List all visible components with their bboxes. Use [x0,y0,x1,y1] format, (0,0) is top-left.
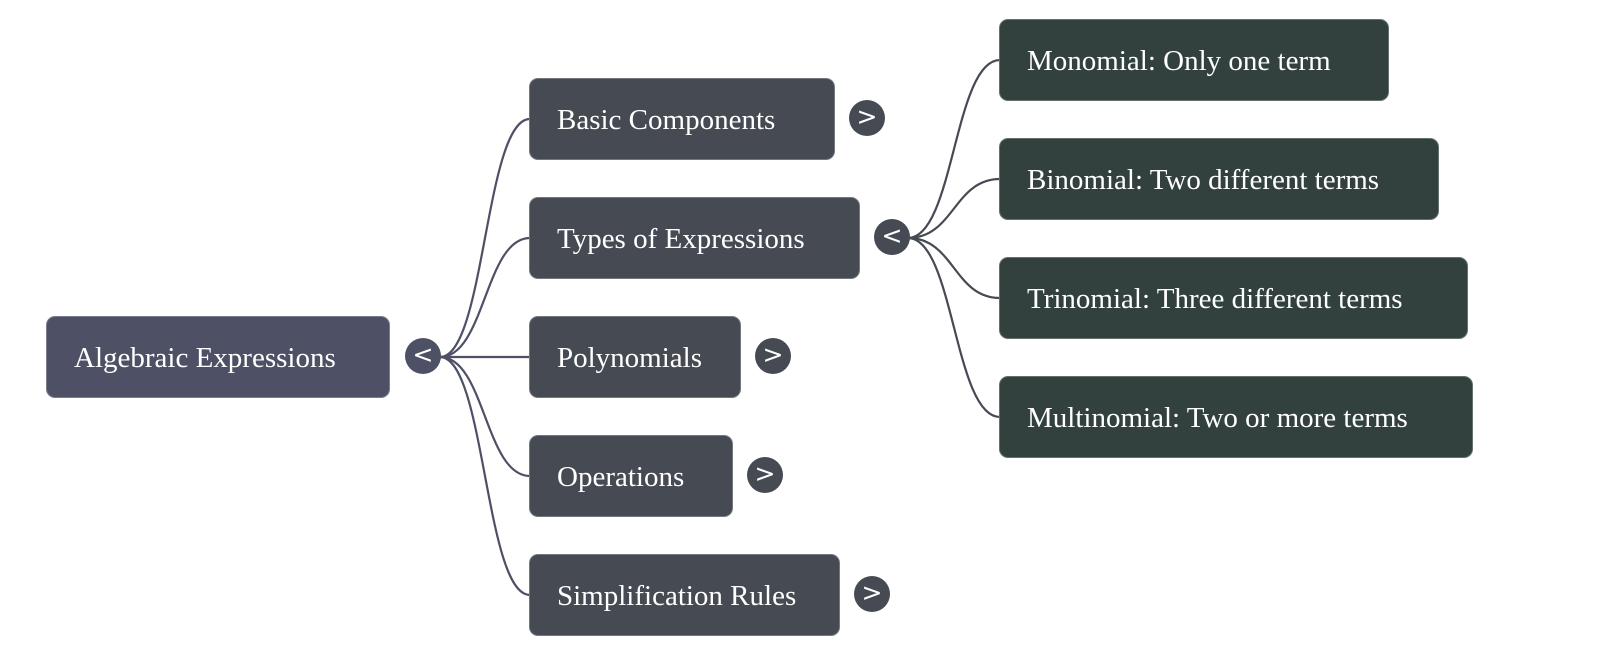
collapse-root-button[interactable]: < [405,338,441,374]
types-link-2 [907,236,1001,300]
collapse-types-of-expressions-button[interactable]: < [874,219,910,255]
expand-basic-components-button[interactable]: > [849,100,885,136]
root-link-1 [439,236,531,359]
leaf-monomial[interactable]: Monomial: Only one term [999,19,1389,101]
branch-basic-components[interactable]: Basic Components [529,78,835,160]
branch-operations[interactable]: Operations [529,435,733,517]
leaf-trinomial[interactable]: Trinomial: Three different terms [999,257,1468,339]
root-node[interactable]: Algebraic Expressions [46,316,390,398]
branch-polynomials[interactable]: Polynomials [529,316,741,398]
expand-simplification-rules-button[interactable]: > [854,576,890,612]
leaf-multinomial[interactable]: Multinomial: Two or more terms [999,376,1473,458]
branch-simplification-rules[interactable]: Simplification Rules [529,554,840,636]
expand-operations-button[interactable]: > [747,457,783,493]
types-link-3 [907,236,1001,419]
types-link-0 [907,58,1001,240]
expand-polynomials-button[interactable]: > [755,338,791,374]
root-link-3 [439,355,531,478]
leaf-binomial[interactable]: Binomial: Two different terms [999,138,1439,220]
root-link-4 [439,355,531,597]
types-link-1 [907,177,1001,240]
branch-types-of-expressions[interactable]: Types of Expressions [529,197,860,279]
root-link-0 [439,117,531,359]
